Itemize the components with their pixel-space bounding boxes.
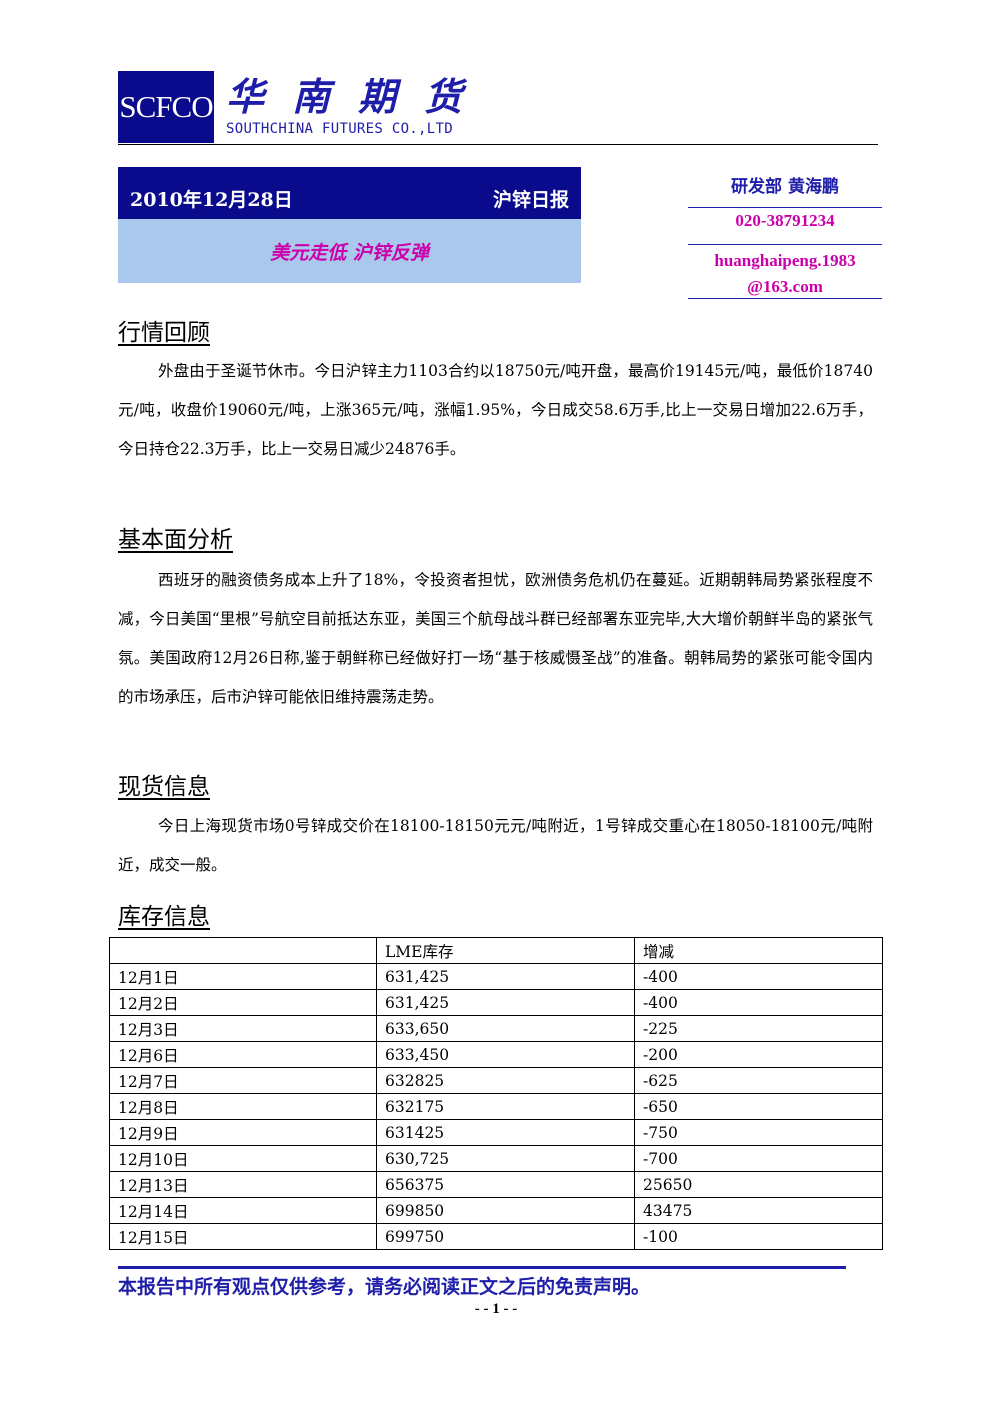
table-cell: 12月14日 (109, 1197, 377, 1224)
header-divider (118, 144, 878, 145)
author-email: huanghaipeng.1983 @163.com (714, 251, 856, 296)
table-cell: 631,425 (376, 963, 635, 990)
spot-text: 今日上海现货市场0号锌成交价在18100-18150元元/吨附近，1号锌成交重心… (118, 817, 873, 874)
table-cell: 12月2日 (109, 989, 377, 1016)
table-cell: 12月9日 (109, 1119, 377, 1146)
table-cell: 12月3日 (109, 1015, 377, 1042)
table-cell: -700 (634, 1145, 883, 1172)
company-logo: SCFCO (118, 71, 214, 143)
section-title-spot: 现货信息 (118, 774, 210, 800)
table-cell: -200 (634, 1041, 883, 1068)
table-cell: 12月8日 (109, 1093, 377, 1120)
date-banner: 2010年12月28日 沪锌日报 (118, 167, 581, 219)
author-divider (688, 207, 882, 208)
table-cell: 633,450 (376, 1041, 635, 1068)
fundamentals-text: 西班牙的融资债务成本上升了18%，令投资者担忧，欧洲债务危机仍在蔓延。近期朝韩局… (118, 571, 873, 706)
company-name-en: SOUTHCHINA FUTURES CO.,LTD (226, 121, 453, 137)
table-cell: -750 (634, 1119, 883, 1146)
table-cell: -650 (634, 1093, 883, 1120)
table-cell: 12月13日 (109, 1171, 377, 1198)
table-cell: 630,725 (376, 1145, 635, 1172)
table-cell: -225 (634, 1015, 883, 1042)
table-cell: 12月7日 (109, 1067, 377, 1094)
section-title-fundamentals: 基本面分析 (118, 527, 233, 553)
table-cell: 633,650 (376, 1015, 635, 1042)
table-cell: 699850 (376, 1197, 635, 1224)
table-cell: 25650 (634, 1171, 883, 1198)
table-cell: 631425 (376, 1119, 635, 1146)
headline-banner: 美元走低 沪锌反弹 (118, 219, 581, 283)
logo-text: SCFCO (119, 89, 213, 124)
author-divider (688, 244, 882, 245)
company-name-cn: 华南期货 (226, 75, 491, 119)
table-cell: 12月1日 (109, 963, 377, 990)
author-phone: 020-38791234 (735, 211, 835, 230)
table-cell: 656375 (376, 1171, 635, 1198)
report-headline: 美元走低 沪锌反弹 (270, 241, 429, 264)
table-header-cell: 增减 (634, 937, 883, 964)
table-cell: -400 (634, 963, 883, 990)
footer-divider (118, 1266, 846, 1269)
table-cell: -100 (634, 1223, 883, 1250)
table-cell: -400 (634, 989, 883, 1016)
table-header-cell: LME库存 (376, 937, 635, 964)
table-cell: 12月6日 (109, 1041, 377, 1068)
table-cell: 632175 (376, 1093, 635, 1120)
table-cell: 699750 (376, 1223, 635, 1250)
market-review-text: 外盘由于圣诞节休市。今日沪锌主力1103合约以18750元/吨开盘，最高价191… (118, 362, 873, 458)
disclaimer-note: 本报告中所有观点仅供参考，请务必阅读正文之后的免责声明。 (118, 1276, 651, 1298)
section-title-inventory: 库存信息 (118, 904, 210, 930)
table-header-cell (109, 937, 377, 964)
table-cell: 632825 (376, 1067, 635, 1094)
author-divider (688, 298, 882, 299)
table-cell: -625 (634, 1067, 883, 1094)
table-header-row: LME库存增减 (109, 937, 883, 964)
table-cell: 631,425 (376, 989, 635, 1016)
page-number: - - 1 - - (474, 1301, 518, 1317)
report-type: 沪锌日报 (492, 189, 569, 211)
table-cell: 12月15日 (109, 1223, 377, 1250)
report-date: 2010年12月28日 (130, 189, 293, 211)
section-title-market-review: 行情回顾 (118, 320, 210, 346)
table-cell: 12月10日 (109, 1145, 377, 1172)
author-name: 研发部 黄海鹏 (731, 177, 839, 197)
table-cell: 43475 (634, 1197, 883, 1224)
